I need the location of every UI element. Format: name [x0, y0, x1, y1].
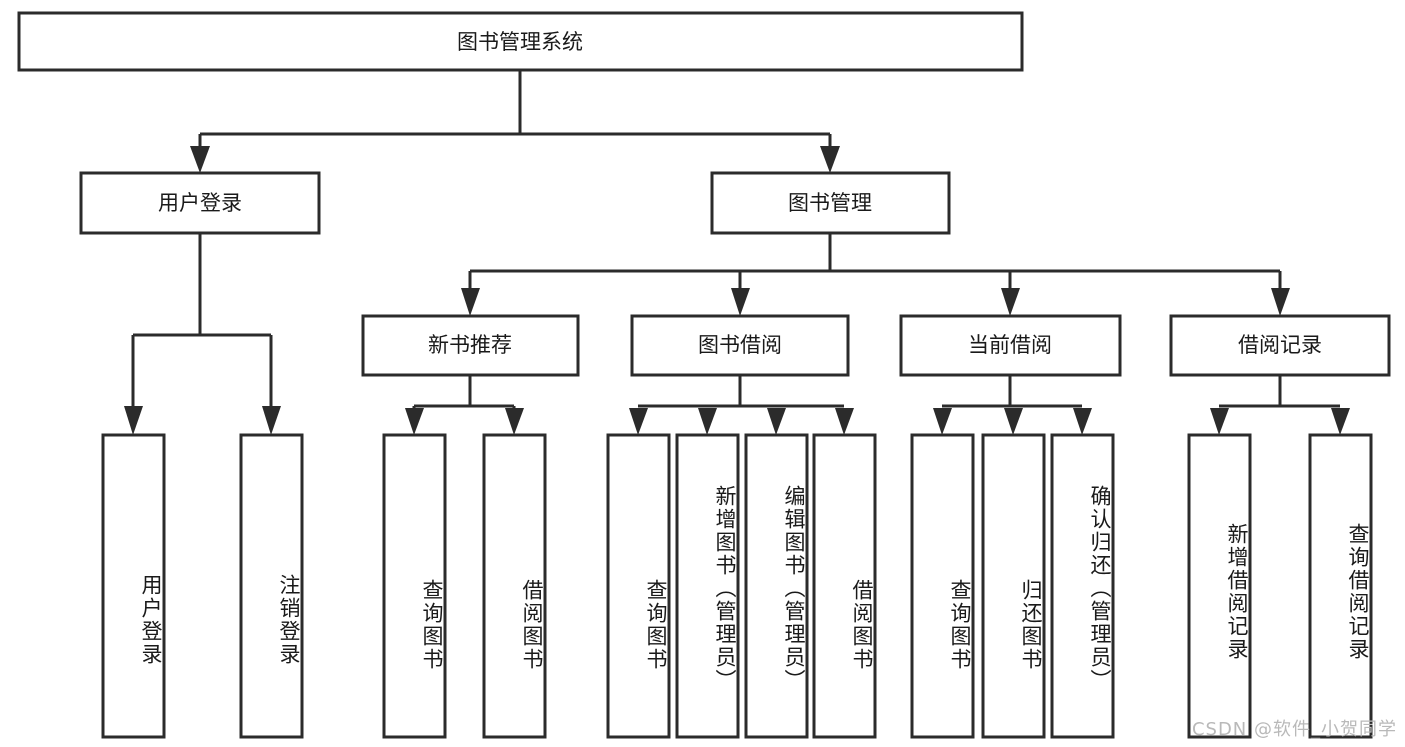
- arrow-to-book-borrow: [731, 288, 750, 316]
- node-leaf-return-book-box[interactable]: [981, 433, 1046, 739]
- node-borrow-record[interactable]: 借阅记录: [1169, 314, 1391, 377]
- node-root-label: 图书管理系统: [457, 30, 583, 54]
- node-leaf-query-book-current-box[interactable]: [910, 433, 975, 739]
- arrow-to-leaf-query-book-rec: [405, 408, 424, 435]
- node-book-manage[interactable]: 图书管理: [710, 171, 951, 235]
- arrow-to-leaf-query-book-borrow: [629, 408, 648, 435]
- node-leaf-logout-box[interactable]: [239, 433, 304, 739]
- node-leaf-edit-book-box[interactable]: [744, 433, 809, 739]
- node-current-borrow-box[interactable]: [899, 314, 1122, 377]
- arrow-to-leaf-confirm-return: [1073, 408, 1092, 435]
- node-leaf-add-book-box[interactable]: [675, 433, 740, 739]
- node-new-book-recommend-label: 新书推荐: [428, 333, 512, 357]
- arrow-to-new-book-recommend: [461, 288, 480, 316]
- node-borrow-record-label: 借阅记录: [1238, 333, 1322, 357]
- node-user-login-box[interactable]: [79, 171, 321, 235]
- arrow-to-borrow-record: [1271, 288, 1290, 316]
- arrow-to-leaf-borrow-book-rec: [505, 408, 524, 435]
- arrow-to-user-login: [190, 146, 210, 173]
- arrow-to-leaf-user-login: [124, 406, 143, 435]
- node-root-box[interactable]: [17, 11, 1024, 72]
- connector-layer: [124, 70, 1350, 435]
- node-new-book-recommend[interactable]: 新书推荐: [361, 314, 580, 377]
- node-leaf-query-record-box[interactable]: [1308, 433, 1373, 739]
- node-book-manage-box[interactable]: [710, 171, 951, 235]
- arrow-to-leaf-query-book-current: [933, 408, 952, 435]
- arrow-to-leaf-borrow-book: [835, 408, 854, 435]
- node-leaf-user-login-box[interactable]: [101, 433, 166, 739]
- node-layer: 图书管理系统 用户登录 图书管理 新书推荐 图书借阅 当前: [17, 11, 1391, 739]
- csdn-watermark: CSDN @软件_小贺同学: [1191, 719, 1397, 740]
- node-current-borrow[interactable]: 当前借阅: [899, 314, 1122, 377]
- node-book-borrow-box[interactable]: [630, 314, 850, 377]
- node-user-login[interactable]: 用户登录: [79, 171, 321, 235]
- arrow-to-leaf-edit-book: [767, 408, 786, 435]
- node-root[interactable]: 图书管理系统: [17, 11, 1024, 72]
- node-leaf-query-book-rec-box[interactable]: [382, 433, 447, 739]
- arrow-to-leaf-add-book: [698, 408, 717, 435]
- node-leaf-query-book-borrow-box[interactable]: [606, 433, 671, 739]
- node-borrow-record-box[interactable]: [1169, 314, 1391, 377]
- arrow-to-current-borrow: [1001, 288, 1020, 316]
- node-book-manage-label: 图书管理: [788, 191, 872, 215]
- node-leaf-confirm-return-box[interactable]: [1050, 433, 1115, 739]
- arrow-to-book-manage: [820, 146, 840, 173]
- arrow-to-leaf-add-record: [1210, 408, 1229, 435]
- node-leaf-borrow-book-rec-box[interactable]: [482, 433, 547, 739]
- node-book-borrow-label: 图书借阅: [698, 333, 782, 357]
- node-current-borrow-label: 当前借阅: [968, 333, 1052, 357]
- node-user-login-label: 用户登录: [158, 191, 242, 215]
- node-leaf-add-record-box[interactable]: [1187, 433, 1252, 739]
- node-book-borrow[interactable]: 图书借阅: [630, 314, 850, 377]
- arrow-to-leaf-return-book: [1004, 408, 1023, 435]
- arrow-to-leaf-logout: [262, 406, 281, 435]
- node-leaf-borrow-book-box[interactable]: [812, 433, 877, 739]
- node-new-book-recommend-box[interactable]: [361, 314, 580, 377]
- arrow-to-leaf-query-record: [1331, 408, 1350, 435]
